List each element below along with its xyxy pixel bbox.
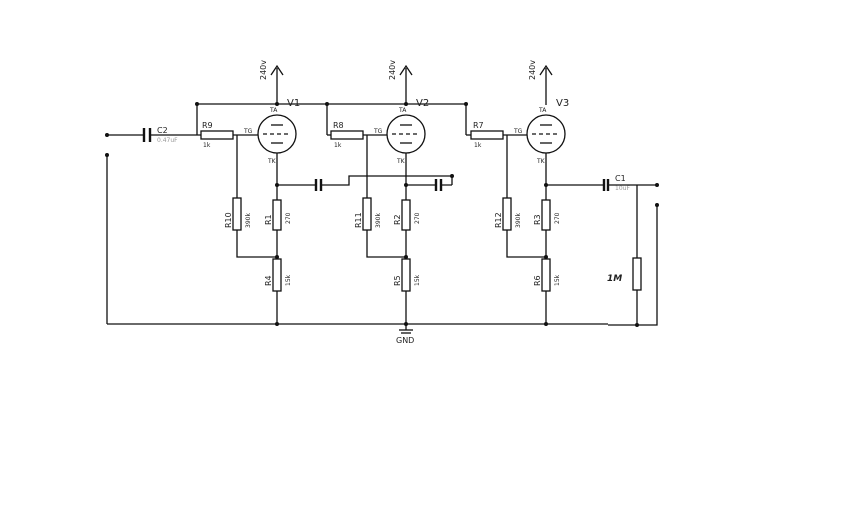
junction [464, 102, 468, 106]
junction [275, 102, 279, 106]
tube-v1-anode-label: TA [269, 107, 278, 114]
resistor-r6 [541, 258, 551, 292]
supply-label-v1: 240v [259, 60, 268, 80]
tube-v1-label: V1 [287, 98, 300, 109]
r1-name-label: R1 [264, 214, 273, 225]
top-bus-wire [196, 103, 467, 135]
tube-v1-grid-label: TG [243, 128, 253, 135]
r9-value-label: 1k [203, 142, 211, 149]
r11-name-label: R11 [354, 212, 363, 228]
resistor-r5 [401, 258, 411, 292]
tube-v2 [386, 114, 426, 154]
output-ground-terminal [655, 203, 659, 207]
r2-value-label: 270 [414, 212, 421, 224]
ground-label: GND [396, 336, 414, 345]
junction [275, 255, 279, 259]
r10-name-label: R10 [224, 212, 233, 228]
tube-v3-cathode-label: TK [536, 158, 546, 165]
output-terminal [655, 183, 659, 187]
c1-value-label: 10uF [615, 185, 630, 192]
junction [275, 322, 279, 326]
resistor-r8 [330, 130, 364, 140]
supply-arrow-v3 [539, 64, 553, 105]
r7-name-label: R7 [473, 121, 484, 130]
tube-v2-cathode-label: TK [396, 158, 406, 165]
c2-name-label: C2 [157, 126, 168, 135]
r6-value-label: 15k [554, 274, 561, 286]
tube-v2-grid-label: TG [373, 128, 383, 135]
resistor-r10 [232, 197, 242, 231]
junction [544, 322, 548, 326]
tube-v1 [257, 114, 297, 154]
tube-v2-anode-label: TA [398, 107, 407, 114]
resistor-r4 [272, 258, 282, 292]
resistor-r3 [541, 199, 551, 231]
r9-name-label: R9 [202, 121, 213, 130]
r5-name-label: R5 [393, 275, 402, 286]
coupling-wire-1 [277, 175, 453, 186]
resistor-r12 [502, 197, 512, 231]
r3-value-label: 270 [554, 212, 561, 224]
junction [404, 322, 408, 326]
resistor-r2 [401, 199, 411, 231]
tube-v3-label: V3 [556, 98, 569, 109]
ground-rail [107, 323, 637, 326]
c2-value-label: 0.47uF [157, 137, 178, 144]
resistor-1m [632, 257, 642, 291]
r4-name-label: R4 [264, 275, 273, 286]
r2-name-label: R2 [393, 214, 402, 225]
junction [404, 255, 408, 259]
tube-v2-label: V2 [416, 98, 429, 109]
supply-label-v2: 240v [388, 60, 397, 80]
resistor-r1 [272, 199, 282, 231]
stage3-grid-wire [503, 134, 546, 258]
r8-name-label: R8 [333, 121, 344, 130]
r1-value-label: 270 [285, 212, 292, 224]
junction [450, 174, 454, 178]
junction [404, 102, 408, 106]
resistor-r7 [470, 130, 504, 140]
supply-arrow-v2 [399, 64, 413, 105]
supply-label-v3: 240v [528, 60, 537, 80]
coupling-capacitor-2 [434, 179, 443, 191]
r8-value-label: 1k [334, 142, 342, 149]
junction [325, 102, 329, 106]
r6-name-label: R6 [533, 275, 542, 286]
stage2-grid-wire [363, 134, 406, 258]
tube-v1-cathode-label: TK [267, 158, 277, 165]
r12-name-label: R12 [494, 212, 503, 228]
input-wire [106, 134, 201, 324]
r11-value-label: 390k [375, 213, 382, 228]
supply-arrow-v1 [270, 64, 284, 105]
junction [195, 102, 199, 106]
tube-v3 [526, 114, 566, 154]
r4-value-label: 15k [285, 274, 292, 286]
output-capacitor-c1 [602, 179, 610, 191]
stage1-grid-wire [233, 134, 277, 258]
r12-value-label: 390k [515, 213, 522, 228]
tube-v3-anode-label: TA [538, 107, 547, 114]
coupling-capacitor-1 [314, 179, 323, 191]
resistor-r9 [200, 130, 234, 140]
r7-value-label: 1k [474, 142, 482, 149]
c1-name-label: C1 [615, 174, 626, 183]
load-1m-label: 1M [607, 274, 622, 284]
r3-name-label: R3 [533, 214, 542, 225]
r10-value-label: 390k [245, 213, 252, 228]
tube-v3-grid-label: TG [513, 128, 523, 135]
output-wire [546, 184, 658, 326]
ground-symbol [399, 329, 413, 334]
resistor-r11 [362, 197, 372, 231]
r5-value-label: 15k [414, 274, 421, 286]
junction [544, 255, 548, 259]
input-capacitor-c2 [142, 128, 152, 142]
